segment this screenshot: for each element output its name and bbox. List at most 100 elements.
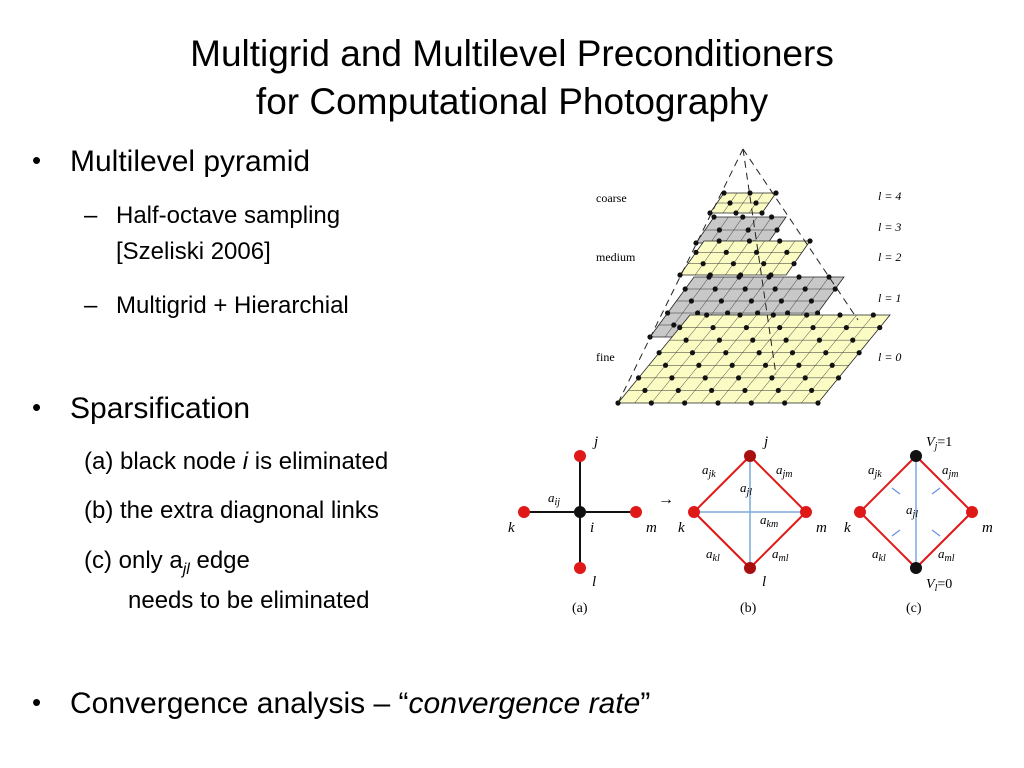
grid-node [675, 387, 681, 394]
grid-node [727, 200, 733, 206]
grid-node [829, 362, 835, 368]
grid-node [796, 274, 802, 280]
label-i: i [590, 520, 594, 536]
caption-b: (b) [740, 601, 757, 616]
grid-node [730, 261, 737, 267]
grid-node [843, 324, 849, 331]
grid-line [651, 314, 724, 404]
label-k: k [508, 520, 515, 536]
grid-line [717, 314, 791, 404]
grid-node [759, 210, 765, 216]
grid-node [837, 312, 843, 318]
convergence-text: Convergence analysis – “ [70, 687, 409, 720]
grid-node [740, 214, 746, 220]
multilevel-pyramid-figure: coarse medium fine l = 4 l = 3 l = 2 l =… [596, 148, 901, 406]
edge-j-k [693, 455, 751, 513]
grid-node [773, 190, 779, 196]
item-a-text: (a) black node [84, 448, 243, 475]
grid-node [716, 337, 723, 343]
label-coarse: coarse [596, 191, 627, 205]
label-akm: akm [760, 512, 778, 530]
grid-node [753, 249, 760, 255]
label-ajm: ajm [776, 462, 793, 480]
grid-node [711, 214, 717, 220]
grid-node [850, 337, 856, 343]
bullet-label: Multilevel pyramid [70, 145, 311, 178]
bullet-multilevel-pyramid: • Multilevel pyramid [32, 145, 311, 179]
grid-node [718, 298, 724, 304]
grid-node [755, 310, 761, 316]
grid-node [736, 274, 742, 280]
label-ajl: ajl [740, 480, 752, 498]
grid-node [709, 387, 715, 394]
grid-line [694, 240, 720, 276]
pyramid-edge-center [742, 148, 777, 376]
grid-node [716, 238, 722, 244]
grid-line [710, 240, 735, 276]
grid-node [761, 261, 767, 267]
grid-node [665, 310, 671, 316]
grid-line [751, 314, 824, 404]
grid-line [755, 240, 780, 276]
grid-node [762, 362, 769, 368]
edge-m-l [915, 511, 973, 569]
sparsification-item-c-line2: needs to be eliminated [128, 583, 370, 619]
edge-k-l [859, 511, 917, 569]
arrow-icon: → [658, 491, 674, 508]
edge-k-l [693, 511, 751, 569]
bullet-sparsification: • Sparsification [32, 392, 250, 426]
label-ajk: ajk [702, 462, 716, 480]
grid-node [689, 350, 696, 356]
grid-node [753, 200, 759, 206]
subbullet-text: Multigrid + Hierarchial [116, 292, 349, 319]
label-level-4: l = 4 [878, 189, 901, 203]
grid-node [733, 210, 739, 216]
grid-line [684, 314, 757, 404]
label-level-0: l = 0 [878, 350, 901, 364]
grid-node [804, 312, 810, 318]
edge-j-m [915, 455, 973, 513]
grid-line [784, 314, 857, 404]
label-k: k [844, 520, 851, 536]
grid-node [870, 312, 876, 318]
node-m [966, 506, 978, 518]
node-j [744, 450, 756, 462]
grid-node [706, 274, 712, 280]
node-k [518, 506, 530, 518]
node-j [910, 450, 922, 462]
graph-a: j l k m i aij (a) [508, 434, 657, 616]
caption-a: (a) [572, 601, 588, 616]
grid-node [783, 337, 789, 343]
grid-node [662, 362, 669, 368]
subbullet-multigrid: – Multigrid + Hierarchial [84, 288, 349, 324]
grid-node [832, 286, 838, 292]
grid-node [816, 337, 823, 343]
grid-node [742, 286, 748, 292]
item-c-line2-text: needs to be eliminated [128, 587, 370, 614]
edge-j-m [749, 455, 807, 513]
grid-node [782, 400, 788, 406]
label-ajl: ajl [906, 502, 918, 520]
grid-node [777, 238, 783, 244]
item-b-text: (b) the extra diagnonal links [84, 497, 379, 524]
grid-node [815, 310, 821, 316]
label-ajm: ajm [942, 462, 959, 480]
grid-node [721, 190, 727, 196]
node-l [574, 562, 586, 574]
label-l: l [762, 574, 766, 590]
grid-node [750, 337, 756, 343]
grid-node [802, 286, 808, 292]
subbullet-line-1: Half-octave sampling [116, 202, 341, 229]
item-c-text-end: edge [189, 547, 250, 574]
title-line-2: for Computational Photography [255, 81, 769, 122]
bullet-convergence: • Convergence analysis – “convergence ra… [32, 687, 650, 721]
grid-node [815, 400, 821, 406]
node-k [688, 506, 700, 518]
grid-line [667, 314, 741, 404]
label-j: j [592, 434, 598, 450]
bullet-dot-icon: • [32, 145, 42, 175]
pyramid-outline [617, 148, 859, 404]
grid-node [772, 286, 778, 292]
grid-node [735, 375, 742, 381]
grid-node [729, 362, 735, 368]
